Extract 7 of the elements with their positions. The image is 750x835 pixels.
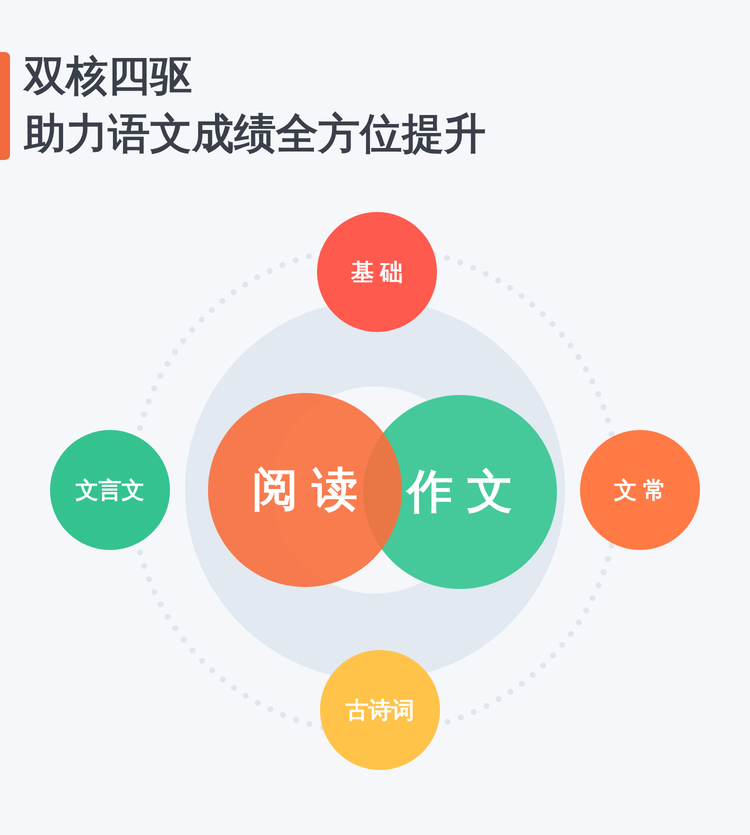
- subtitle: 助力语文成绩全方位提升: [24, 108, 486, 160]
- topic-circle: 文常: [580, 430, 700, 550]
- core-circle: 阅读: [208, 393, 402, 587]
- topic-circle: 古诗词: [320, 650, 440, 770]
- topic-circle: 基础: [317, 212, 437, 332]
- title: 双核四驱: [24, 50, 192, 102]
- topic-circle: 文言文: [50, 430, 170, 550]
